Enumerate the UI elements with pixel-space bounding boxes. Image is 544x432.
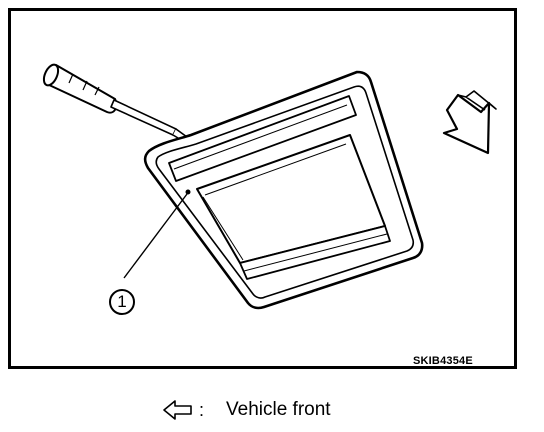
hollow-left-arrow-icon xyxy=(163,400,192,420)
room-lamp-removal-illustration xyxy=(42,63,497,310)
legend-colon: : xyxy=(199,399,205,420)
callout-number-1: 1 xyxy=(109,289,135,315)
diagram-frame: 1 SKIB4354E xyxy=(8,8,517,369)
figure-code: SKIB4354E xyxy=(413,355,473,367)
screwdriver-icon xyxy=(42,63,188,142)
callout-leader-line xyxy=(123,193,188,279)
room-lamp-assembly xyxy=(143,70,424,310)
direction-arrow-icon xyxy=(442,90,497,155)
legend: : Vehicle front xyxy=(163,396,331,424)
legend-text: Vehicle front xyxy=(226,399,331,420)
